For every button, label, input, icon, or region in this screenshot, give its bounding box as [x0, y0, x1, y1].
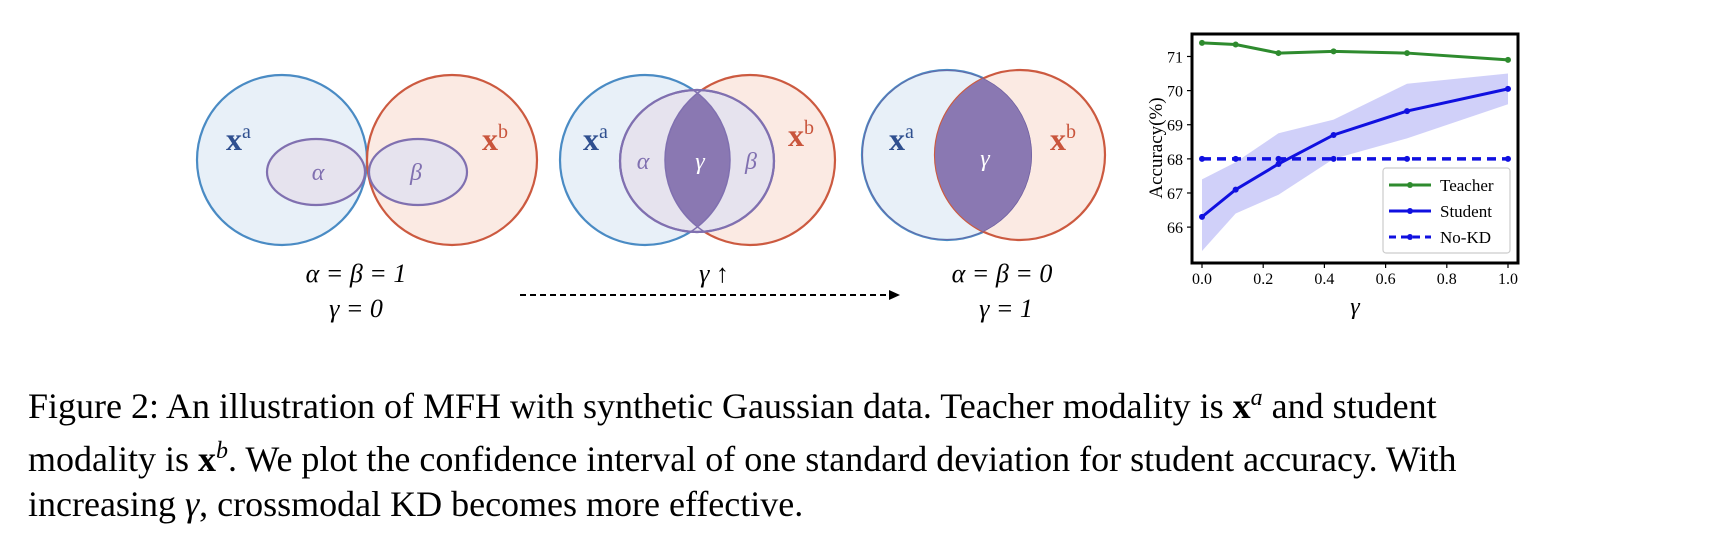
gamma-region — [935, 70, 1032, 240]
student-point — [1232, 186, 1239, 193]
legend-label-teacher: Teacher — [1440, 176, 1494, 195]
caption-rest1: . We plot the confidence interval of one… — [228, 439, 1457, 479]
modality-a-label: xa — [889, 121, 914, 157]
x-tick-label: 0.6 — [1376, 271, 1396, 288]
left-caption-line1: α = β = 1 — [306, 259, 407, 288]
teacher-point — [1232, 41, 1239, 48]
tick-group: 0.0 0.2 0.4 0.6 0.8 1.0 66 67 68 69 70 71 — [1167, 49, 1518, 288]
student-point — [1330, 131, 1337, 138]
caption-gamma: γ — [184, 484, 200, 524]
modality-a-label: xa — [226, 121, 251, 157]
venn-panel-3: xa xb γ α = β = 0 γ = 1 — [860, 68, 1107, 323]
teacher-point — [1330, 48, 1337, 55]
right-caption-line1: α = β = 0 — [952, 259, 1053, 288]
venn-panel-2: xa xb α γ β γ ↑ — [520, 73, 900, 300]
student-confidence-band — [1202, 73, 1508, 252]
no-kd-point — [1505, 155, 1511, 162]
no-kd-point — [1275, 155, 1282, 162]
teacher-line — [1201, 41, 1509, 62]
x-tick-label: 0.2 — [1253, 271, 1273, 288]
modality-a-label: xa — [583, 121, 608, 157]
student-point — [1275, 160, 1282, 167]
student-line — [1201, 87, 1509, 219]
caption-middle1: and student — [1262, 386, 1437, 426]
no-kd-point — [1404, 155, 1411, 162]
y-tick-label: 70 — [1167, 84, 1183, 101]
legend-label-no-kd: No-KD — [1440, 228, 1491, 247]
figure: xa xb α β α = β = 1 γ = 0 xa xb α γ β γ … — [195, 32, 1520, 323]
gamma-region — [665, 75, 730, 245]
legend-label-student: Student — [1440, 202, 1492, 221]
alpha-label: α — [637, 149, 650, 175]
gamma-label: γ — [980, 146, 990, 172]
y-tick-label: 71 — [1167, 49, 1183, 66]
modality-a-outline — [620, 90, 731, 232]
series-lines-group — [1199, 39, 1511, 220]
beta-label: β — [409, 160, 422, 186]
caption-line3-start: increasing — [28, 484, 185, 524]
x-axis-label: γ — [1350, 294, 1360, 320]
student-modality-symbol: x — [198, 439, 216, 479]
right-caption-line2: γ = 1 — [979, 294, 1033, 323]
caption-middle2: modality is — [28, 439, 198, 479]
beta-label: β — [744, 149, 757, 175]
no-kd-point — [1232, 155, 1239, 162]
caption-prefix: Figure 2: An illustration of MFH with sy… — [28, 386, 1233, 426]
gamma-label: γ — [695, 149, 705, 175]
y-tick-label: 66 — [1167, 220, 1183, 237]
accuracy-chart: 0.0 0.2 0.4 0.6 0.8 1.0 66 67 68 69 70 71 Accuracy(… — [1146, 32, 1520, 320]
modality-b-label: xb — [788, 117, 814, 153]
y-tick-label: 67 — [1167, 186, 1183, 203]
progression-arrow-head — [889, 290, 900, 300]
x-tick-label: 1.0 — [1498, 271, 1518, 288]
teacher-point — [1404, 50, 1411, 57]
modality-b-label: xb — [1050, 121, 1076, 157]
no-kd-point — [1199, 155, 1205, 162]
legend-box — [1382, 167, 1511, 254]
teacher-point — [1199, 39, 1205, 46]
legend-marker-teacher — [1407, 182, 1413, 188]
left-caption-line2: γ = 0 — [329, 294, 383, 323]
figure-caption: Figure 2: An illustration of MFH with sy… — [28, 376, 1688, 527]
student-point — [1505, 85, 1511, 92]
y-axis-label: Accuracy(%) — [1146, 97, 1167, 198]
legend-marker-no-kd — [1407, 234, 1413, 240]
modality-b-label: xb — [482, 121, 508, 157]
teacher-point — [1275, 50, 1282, 57]
modality-b-outline — [664, 90, 774, 232]
y-tick-label: 69 — [1167, 118, 1183, 135]
student-point — [1199, 213, 1205, 220]
no-kd-point — [1330, 155, 1337, 162]
x-tick-label: 0.8 — [1437, 271, 1457, 288]
teacher-point — [1505, 56, 1511, 63]
alpha-label: α — [312, 160, 325, 186]
x-tick-label: 0.4 — [1314, 271, 1334, 288]
y-tick-label: 68 — [1167, 152, 1183, 169]
beta-ellipse — [618, 88, 776, 234]
x-tick-label: 0.0 — [1192, 271, 1212, 288]
student-modality-sup: b — [216, 438, 228, 464]
middle-caption: γ ↑ — [699, 259, 729, 288]
alpha-ellipse — [265, 137, 367, 207]
plot-frame — [1190, 32, 1520, 265]
beta-ellipse — [367, 137, 469, 207]
teacher-modality-sup: a — [1250, 385, 1263, 411]
legend-marker-student — [1407, 208, 1413, 214]
student-point — [1404, 108, 1411, 115]
teacher-modality-symbol: x — [1232, 386, 1251, 426]
caption-rest2: , crossmodal KD becomes more effective. — [199, 484, 804, 524]
venn-panel-1: xa xb α β α = β = 1 γ = 0 — [195, 73, 539, 323]
student-confidence-band-group — [1202, 73, 1508, 252]
